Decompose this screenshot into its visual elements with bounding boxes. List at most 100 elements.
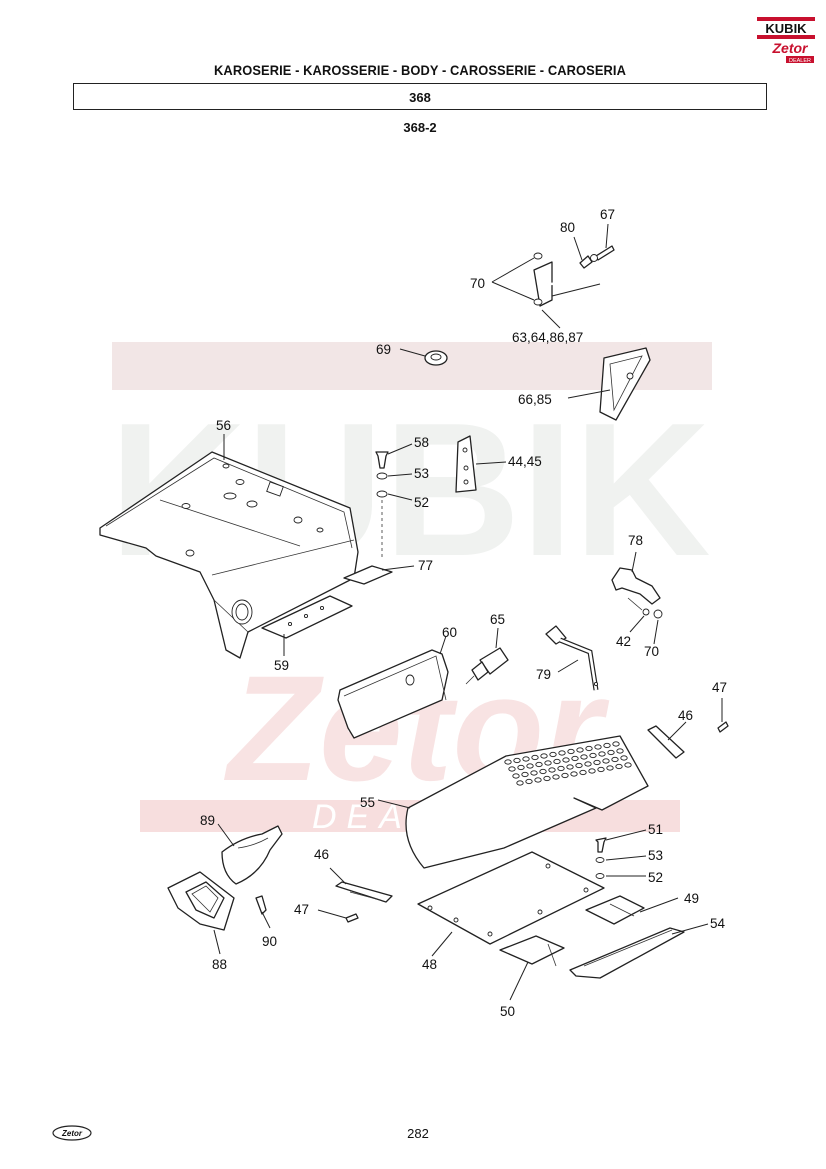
mat-perforation-hole [552, 774, 560, 780]
bracket-49 [585, 895, 679, 925]
mat-perforation-hole [593, 759, 601, 766]
mat-perforation-hole [512, 773, 520, 779]
floor-panel-outline [99, 451, 359, 659]
footer-logo-text: Zetor [61, 1129, 83, 1138]
washer-53a [376, 472, 388, 480]
mat-perforation-hole [526, 763, 534, 769]
mat-perforation-hole [620, 755, 628, 761]
logo-dealer-band [786, 56, 814, 63]
mat-perforation-hole [594, 744, 602, 750]
leader-49 [639, 897, 679, 913]
bracket-49-slot [609, 903, 635, 917]
floor-panel-lever-slot [266, 481, 284, 497]
nut-52a [376, 490, 388, 498]
callout-51: 51 [648, 822, 663, 837]
screw-47a [717, 721, 729, 733]
mat-perforation-hole [584, 761, 592, 767]
floor-panel-hole-d [181, 503, 191, 509]
mat-perforation-hole [612, 741, 620, 747]
leader-88 [213, 929, 221, 955]
mat-perforation-hole [615, 763, 623, 770]
bracket-78-body [611, 567, 661, 605]
mirror-frame [599, 347, 651, 421]
mat-perforation-hole [522, 756, 530, 762]
bolt-42-shank [627, 597, 643, 611]
mat-perforation-hole [558, 750, 566, 756]
bracket-hole-c [463, 479, 469, 485]
callout-66-85: 66,85 [518, 392, 552, 407]
callout-50: 50 [500, 1004, 515, 1019]
mat-perforation-hole [624, 762, 632, 768]
mirror-arm-rod [547, 281, 641, 336]
callout-88: 88 [212, 957, 227, 972]
mat-perforation-hole [543, 775, 551, 782]
mat-perforation-hole [585, 745, 593, 752]
leader-52a [387, 493, 413, 501]
bolt-67 [595, 245, 615, 261]
callout-80: 80 [560, 220, 575, 235]
plate-59 [261, 595, 353, 656]
leader-53a [387, 473, 413, 477]
mat-perforation-hole [602, 758, 610, 764]
diagram-number: 368-2 [403, 120, 437, 135]
callout-54: 54 [710, 916, 726, 931]
mirror-glass [609, 355, 643, 412]
leader-63 [541, 309, 561, 329]
callout-48: 48 [422, 957, 437, 972]
bracket-79-rod-inner [559, 638, 598, 691]
bolt-58 [375, 451, 389, 469]
plate-48-hole-f [545, 863, 551, 869]
callout-52-upper: 52 [414, 495, 429, 510]
screw-90 [255, 895, 267, 915]
mat-perforation-hole [616, 748, 624, 754]
leader-67 [605, 223, 609, 249]
mat-perforation-hole [561, 772, 569, 779]
plate-77-body [343, 565, 393, 585]
leader-58 [387, 443, 413, 455]
mat-perforation-hole [580, 754, 588, 760]
page-number: 282 [407, 1126, 429, 1141]
leader-70a-bottom [491, 281, 535, 301]
plate-48 [417, 851, 605, 957]
screw-47b [345, 913, 359, 923]
callout-49: 49 [684, 891, 699, 906]
callout-79: 79 [536, 667, 551, 682]
callout-70-mirror: 70 [470, 276, 485, 291]
mat-perforation-hole [571, 755, 579, 762]
boot-fold [237, 837, 269, 849]
mat-perforation-hole [516, 780, 524, 786]
bracket-50-body [499, 935, 565, 965]
mat-perforation-hole [606, 765, 614, 771]
leader-51 [605, 829, 647, 841]
leader-48 [431, 931, 453, 957]
strip-46-lower [317, 867, 393, 923]
grommet-inner [430, 353, 442, 361]
callout-42: 42 [616, 634, 631, 649]
bracket-49-body [585, 895, 645, 925]
callout-53-lower: 53 [648, 848, 663, 863]
callout-56: 56 [216, 418, 231, 433]
callout-63-64-86-87: 63,64,86,87 [512, 330, 583, 345]
logo-dealer-text: DEALER [789, 58, 811, 64]
leader-53b [605, 855, 647, 861]
callout-90: 90 [262, 934, 277, 949]
switch-pin [465, 675, 475, 685]
bracket-hole-a [462, 447, 468, 453]
nut-52b [595, 873, 605, 879]
rail-54 [569, 923, 709, 979]
leader-55 [377, 799, 411, 809]
floor-mat-outline [405, 735, 649, 869]
frame-88-opening [185, 881, 225, 919]
bolt-stack-upper [375, 443, 413, 560]
mat-perforation-hole [567, 748, 575, 755]
callout-47-upper: 47 [712, 680, 727, 695]
bracket-60-fold [343, 655, 447, 701]
bracket-44-45 [455, 435, 507, 493]
callout-67: 67 [600, 207, 615, 222]
callout-53-upper: 53 [414, 466, 429, 481]
leader-78 [631, 551, 637, 573]
floor-panel-hole-b [246, 500, 258, 508]
floor-panel-hole-c [293, 516, 303, 524]
callout-70-bracket: 70 [644, 644, 659, 659]
strip-46b [335, 881, 393, 903]
